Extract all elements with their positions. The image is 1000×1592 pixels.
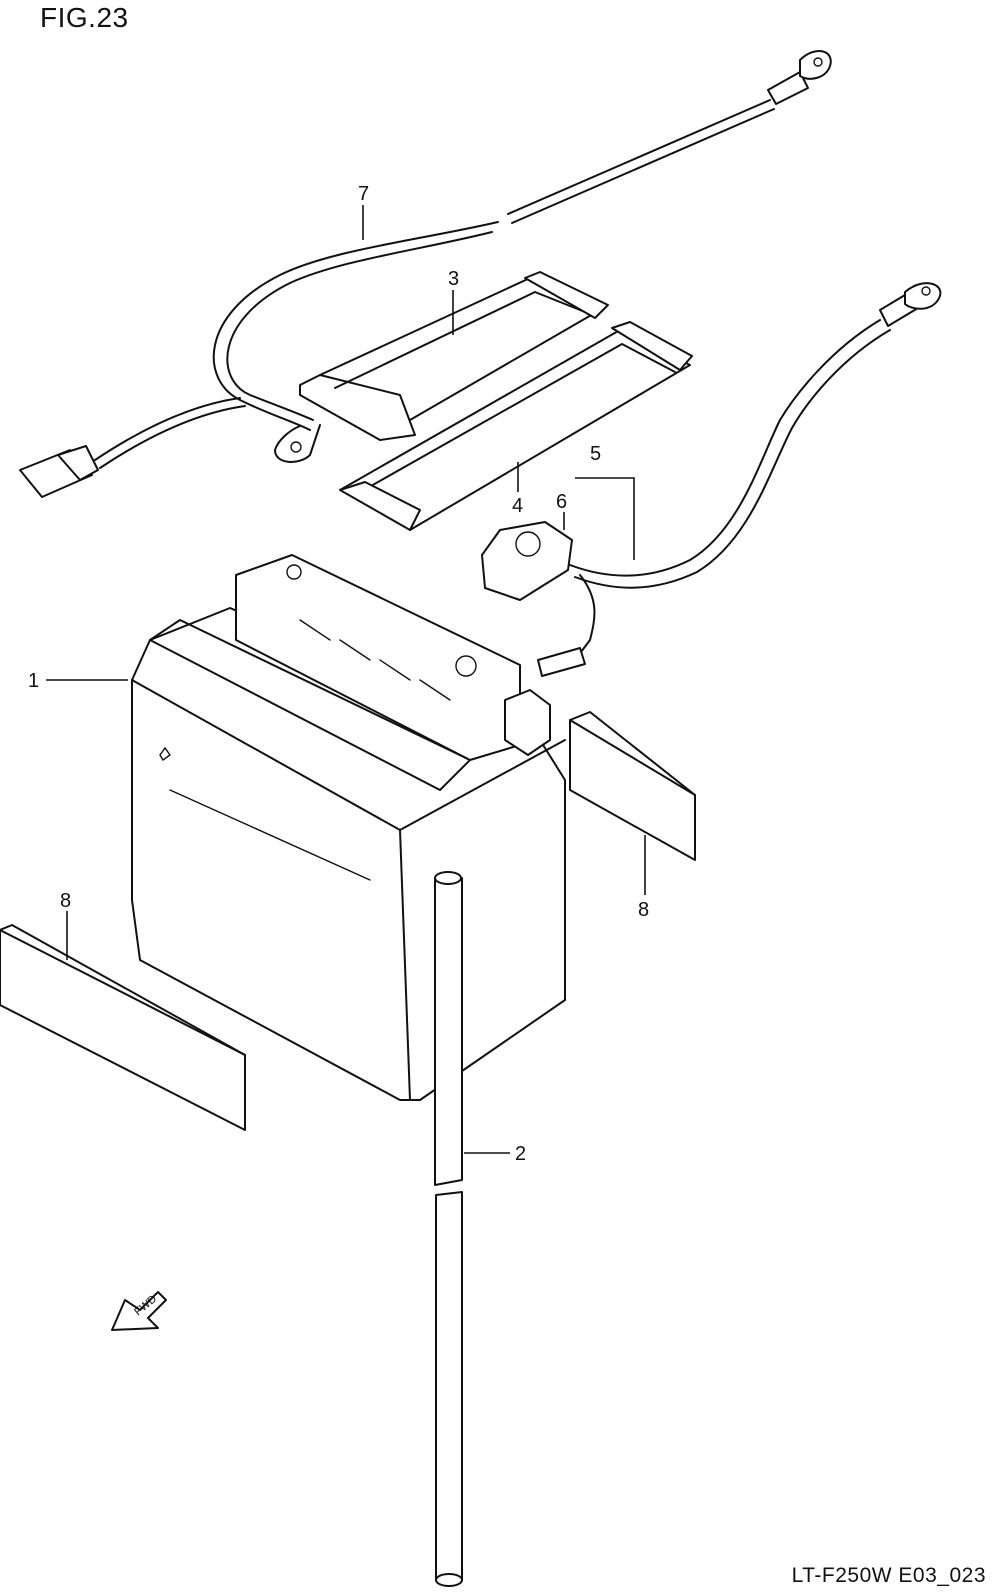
battery-strap-lower[interactable]	[339, 321, 693, 531]
callout-3: 3	[448, 268, 459, 290]
fwd-arrow-icon: FWD	[111, 1291, 167, 1331]
callout-8-right: 8	[638, 899, 649, 921]
callout-leaders	[46, 205, 646, 1154]
minus-lead-wire[interactable]	[19, 50, 832, 498]
battery-pad-right[interactable]	[569, 711, 696, 861]
callout-4: 4	[512, 495, 523, 517]
battery[interactable]	[131, 554, 566, 1101]
callout-5: 5	[590, 443, 601, 465]
breather-hose[interactable]	[434, 871, 463, 1587]
callout-1: 1	[28, 670, 39, 692]
callout-7: 7	[358, 183, 369, 205]
figure-title: FIG.23	[40, 2, 129, 33]
callout-8-left: 8	[60, 890, 71, 912]
drawing-code: LT-F250W E03_023	[791, 1564, 986, 1587]
battery-pad-left[interactable]	[0, 924, 246, 1131]
plus-lead-wire[interactable]	[537, 282, 942, 677]
battery-strap-upper[interactable]	[299, 271, 609, 441]
callout-6: 6	[556, 491, 567, 513]
terminal-cover[interactable]	[481, 521, 573, 601]
callout-2: 2	[515, 1143, 526, 1165]
